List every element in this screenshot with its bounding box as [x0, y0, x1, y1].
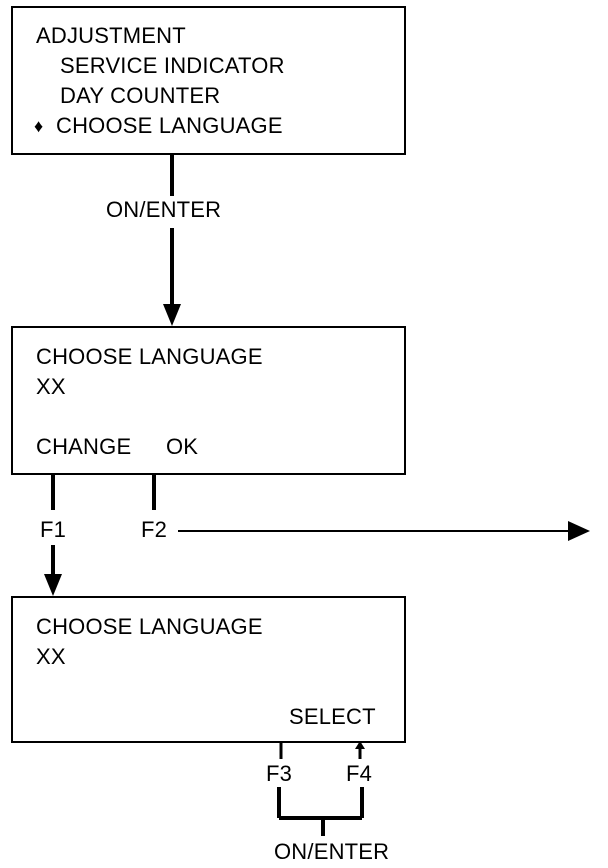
softkey-select[interactable]: SELECT: [289, 704, 376, 729]
key-label-f2[interactable]: F2: [141, 517, 168, 542]
screen3-title: CHOOSE LANGUAGE: [36, 614, 263, 639]
screen1-item-choose-language[interactable]: CHOOSE LANGUAGE: [56, 113, 283, 138]
screen-choose-language-select: [11, 596, 406, 743]
screen2-title: CHOOSE LANGUAGE: [36, 344, 263, 369]
key-label-on-enter[interactable]: ON/ENTER: [106, 197, 222, 222]
screen-adjustment: [11, 6, 406, 155]
arrowhead-down-screen2: [163, 304, 181, 326]
key-label-f1[interactable]: F1: [40, 517, 67, 542]
key-label-f3[interactable]: F3: [266, 761, 293, 786]
key-label-f4[interactable]: F4: [346, 761, 373, 786]
screen2-language-value: XX: [36, 374, 66, 399]
screen1-title: ADJUSTMENT: [36, 23, 186, 48]
screen3-language-value: XX: [36, 644, 66, 669]
screen1-item-service-indicator[interactable]: SERVICE INDICATOR: [60, 53, 285, 78]
screen-choose-language: [11, 326, 406, 475]
screen1-item-day-counter[interactable]: DAY COUNTER: [60, 83, 221, 108]
softkey-ok[interactable]: OK: [166, 434, 199, 459]
softkey-change[interactable]: CHANGE: [36, 434, 132, 459]
arrowhead-right: [568, 521, 590, 541]
cursor-diamond-icon: ♦: [34, 116, 44, 136]
arrowhead-down-screen3: [44, 574, 62, 596]
key-label-on-enter-bottom[interactable]: ON/ENTER: [274, 839, 390, 864]
